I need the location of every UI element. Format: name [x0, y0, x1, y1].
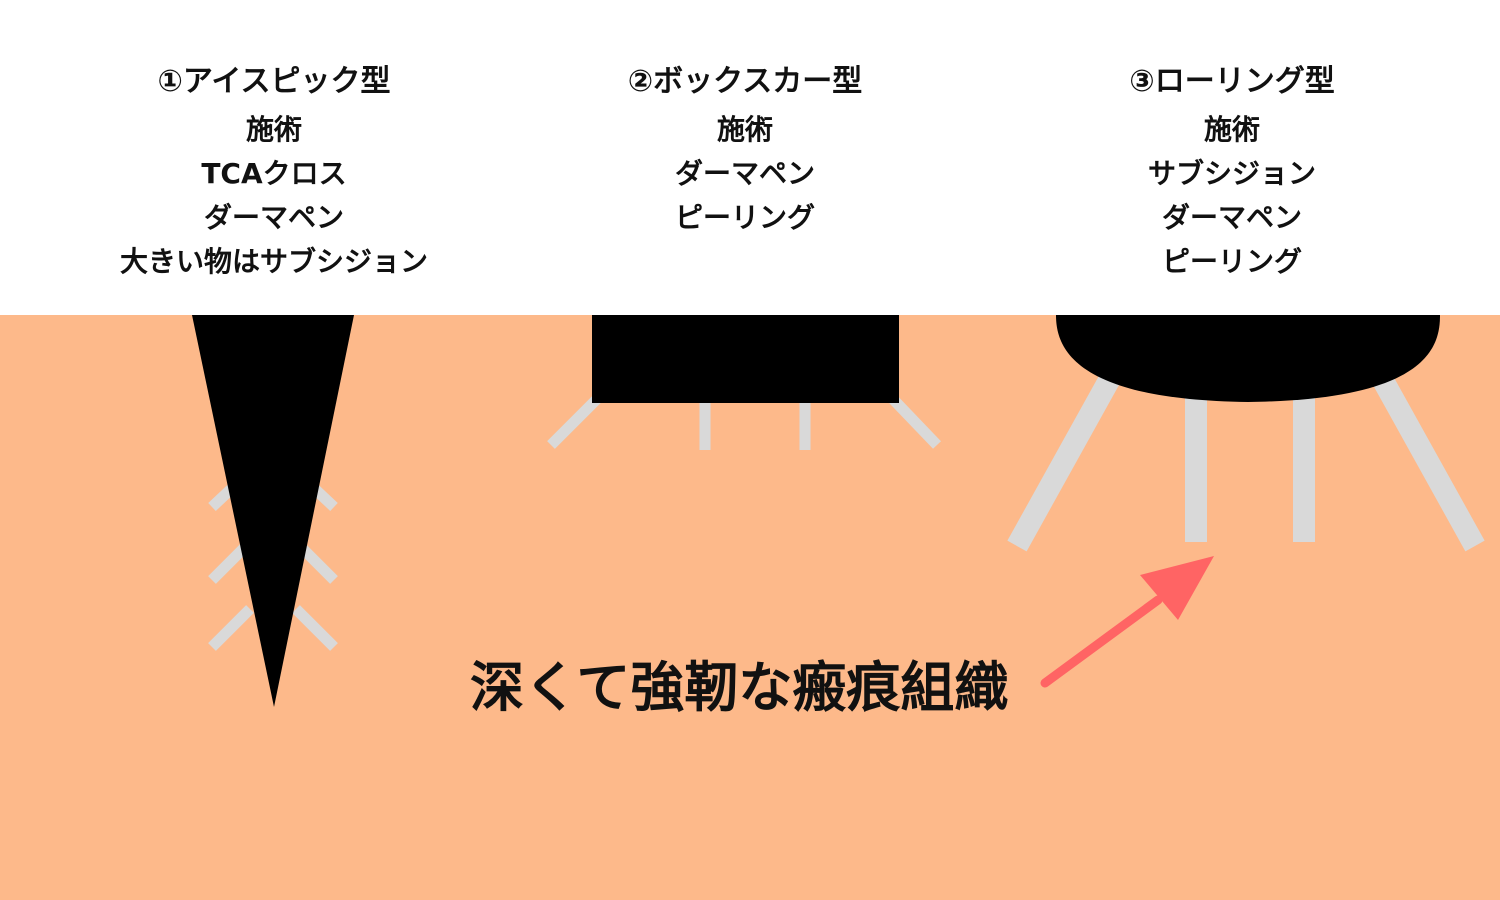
fibrous-strand — [547, 394, 602, 449]
rolling-scar-shape — [1056, 315, 1440, 402]
scar-type-icepick: ①アイスピック型 施術 TCAクロス ダーマペン 大きい物はサブシジョン — [54, 62, 494, 284]
fibrous-strand — [1370, 369, 1485, 552]
scar-type-title: ①アイスピック型 — [157, 64, 391, 99]
fibrous-strand — [292, 605, 338, 651]
scar-type-rolling: ③ローリング型 施術 サブシジョン ダーマペン ピーリング — [1012, 62, 1452, 284]
treatment-item: TCAクロス — [201, 157, 347, 190]
treatment-heading: 施術 — [1203, 113, 1260, 146]
fibrous-strand — [208, 605, 254, 651]
rolling-scar — [1007, 315, 1485, 552]
treatment-item: サブシジョン — [1147, 157, 1316, 190]
treatment-heading: 施術 — [716, 113, 773, 146]
scar-type-boxcar: ②ボックスカー型 施術 ダーマペン ピーリング — [525, 62, 965, 240]
fibrous-strand — [1007, 369, 1122, 552]
treatment-list: 施術 ダーマペン ピーリング — [525, 108, 965, 240]
scar-type-title: ②ボックスカー型 — [627, 64, 863, 99]
scar-type-title: ③ローリング型 — [1129, 64, 1335, 99]
treatment-item: ピーリング — [1161, 245, 1302, 278]
treatment-item: ダーマペン — [1161, 201, 1302, 234]
scar-tissue-annotation: 深くて強靭な瘢痕組織 — [470, 656, 1009, 719]
icepick-scar — [192, 315, 354, 707]
treatment-item: ピーリング — [674, 201, 815, 234]
treatment-heading: 施術 — [245, 113, 302, 146]
treatment-item: ダーマペン — [203, 201, 344, 234]
rolling-fibrous-strands — [1007, 369, 1485, 552]
treatment-item: ダーマペン — [674, 157, 815, 190]
fibrous-strand — [888, 394, 941, 449]
boxcar-scar-shape — [592, 315, 899, 403]
treatment-list: 施術 TCAクロス ダーマペン 大きい物はサブシジョン — [54, 108, 494, 284]
boxcar-scar — [547, 315, 941, 450]
treatment-list: 施術 サブシジョン ダーマペン ピーリング — [1012, 108, 1452, 284]
boxcar-fibrous-strands — [547, 394, 941, 450]
icepick-scar-shape — [192, 315, 354, 707]
treatment-item: 大きい物はサブシジョン — [119, 245, 428, 278]
arrow-icon — [1040, 556, 1214, 688]
